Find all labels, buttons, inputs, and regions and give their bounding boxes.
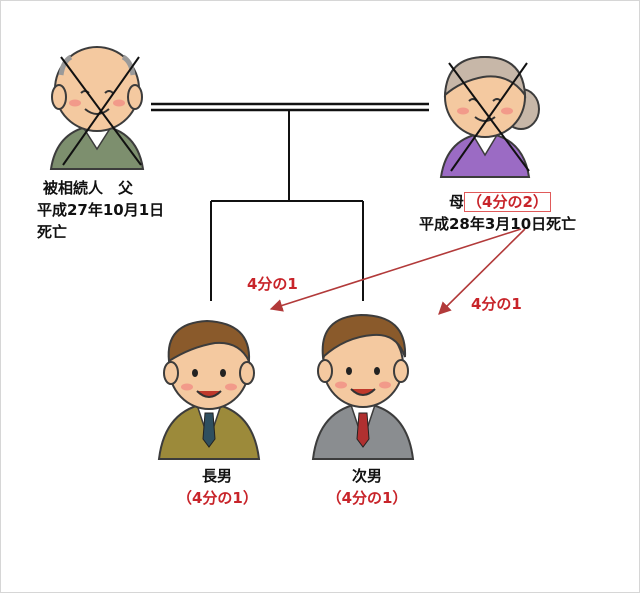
mother-share: （4分の2）: [464, 192, 551, 212]
father-title: 被相続人 父: [43, 179, 134, 197]
descent-lines: [210, 110, 364, 301]
eldest-son-figure: [157, 319, 261, 460]
eldest-son-name: 長男: [201, 467, 232, 485]
second-son-share: （4分の1）: [326, 489, 408, 507]
eldest-son-label: 長男 （4分の1）: [177, 465, 258, 509]
arrow-to-eldest-son: [269, 228, 522, 312]
mother-figure: [439, 55, 540, 178]
arrow-to-second-son: [438, 228, 526, 315]
eldest-son-share: （4分の1）: [177, 489, 258, 507]
father-death-note: 死亡: [37, 223, 68, 241]
arrow-label-second: 4分の1: [471, 295, 522, 313]
mother-name: 母: [449, 193, 465, 211]
father-figure: [49, 46, 145, 170]
father-deceased-cross: [60, 56, 142, 166]
inheritance-arrows: [269, 228, 526, 315]
father-label: 被相続人 父 平成27年10月1日 死亡: [37, 177, 164, 243]
second-son-name: 次男: [351, 467, 382, 485]
mother-deceased-cross: [448, 62, 530, 172]
marriage-line: [151, 102, 429, 112]
second-son-figure: [311, 313, 415, 460]
father-death-date: 平成27年10月1日: [37, 201, 165, 219]
mother-death-date: 平成28年3月10日死亡: [419, 215, 577, 233]
second-son-label: 次男 （4分の1）: [325, 465, 409, 509]
mother-label: 母（4分の2）: [449, 191, 551, 213]
arrow-label-eldest: 4分の1: [247, 275, 298, 293]
